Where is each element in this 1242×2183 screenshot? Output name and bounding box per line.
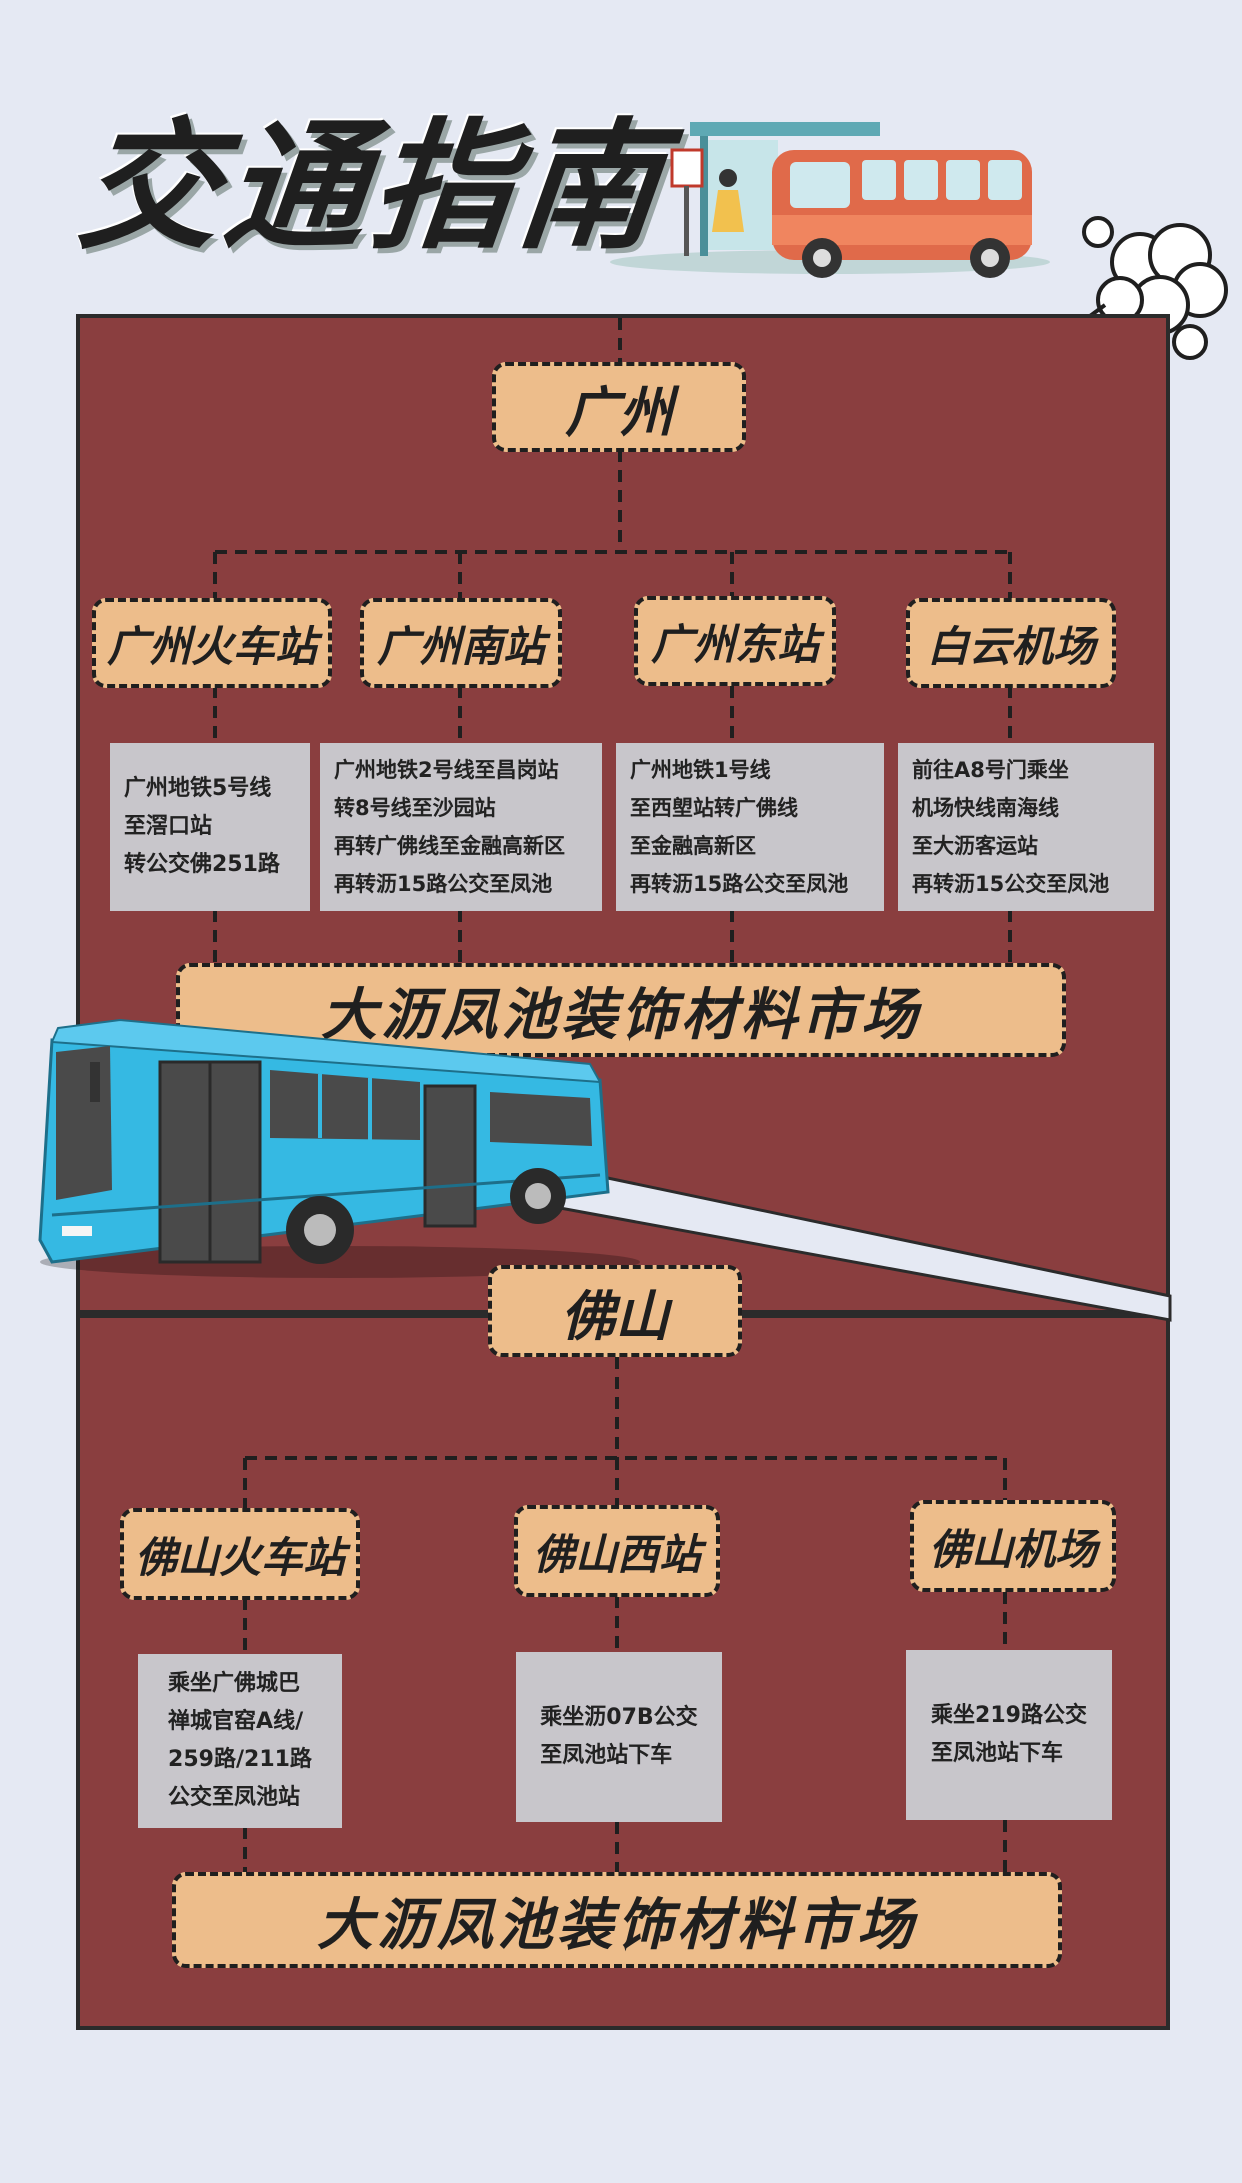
station-tag-baiyun-airport: 白云机场 xyxy=(906,598,1116,688)
station-tag-guangzhou-east: 广州东站 xyxy=(634,596,836,686)
route-info-foshan-railway: 乘坐广佛城巴 禅城官窑A线/ 259路/211路 公交至凤池站 xyxy=(138,1654,342,1828)
station-tag-foshan-railway: 佛山火车站 xyxy=(120,1508,360,1600)
route-info-guangzhou-south: 广州地铁2号线至昌岗站 转8号线至沙园站 再转广佛线至金融高新区 再转沥15路公… xyxy=(320,743,602,911)
route-info-foshan-airport: 乘坐219路公交 至凤池站下车 xyxy=(906,1650,1112,1820)
route-info-baiyun-airport: 前往A8号门乘坐 机场快线南海线 至大沥客运站 再转沥15公交至凤池 xyxy=(898,743,1154,911)
route-info-foshan-west: 乘坐沥07B公交 至凤池站下车 xyxy=(516,1652,722,1822)
station-tag-guangzhou-south: 广州南站 xyxy=(360,598,562,688)
station-tag-foshan-west: 佛山西站 xyxy=(514,1505,720,1597)
route-info-guangzhou-east: 广州地铁1号线 至西塱站转广佛线 至金融高新区 再转沥15路公交至凤池 xyxy=(616,743,884,911)
destination-tag-foshan: 大沥凤池装饰材料市场 xyxy=(172,1872,1062,1968)
city-tag-guangzhou: 广州 xyxy=(492,362,746,452)
station-tag-guangzhou-railway: 广州火车站 xyxy=(92,598,332,688)
station-tag-foshan-airport: 佛山机场 xyxy=(910,1500,1116,1592)
route-info-guangzhou-railway: 广州地铁5号线 至滘口站 转公交佛251路 xyxy=(110,743,310,911)
city-tag-foshan: 佛山 xyxy=(488,1265,742,1357)
bus-stop-illustration xyxy=(610,122,1050,278)
